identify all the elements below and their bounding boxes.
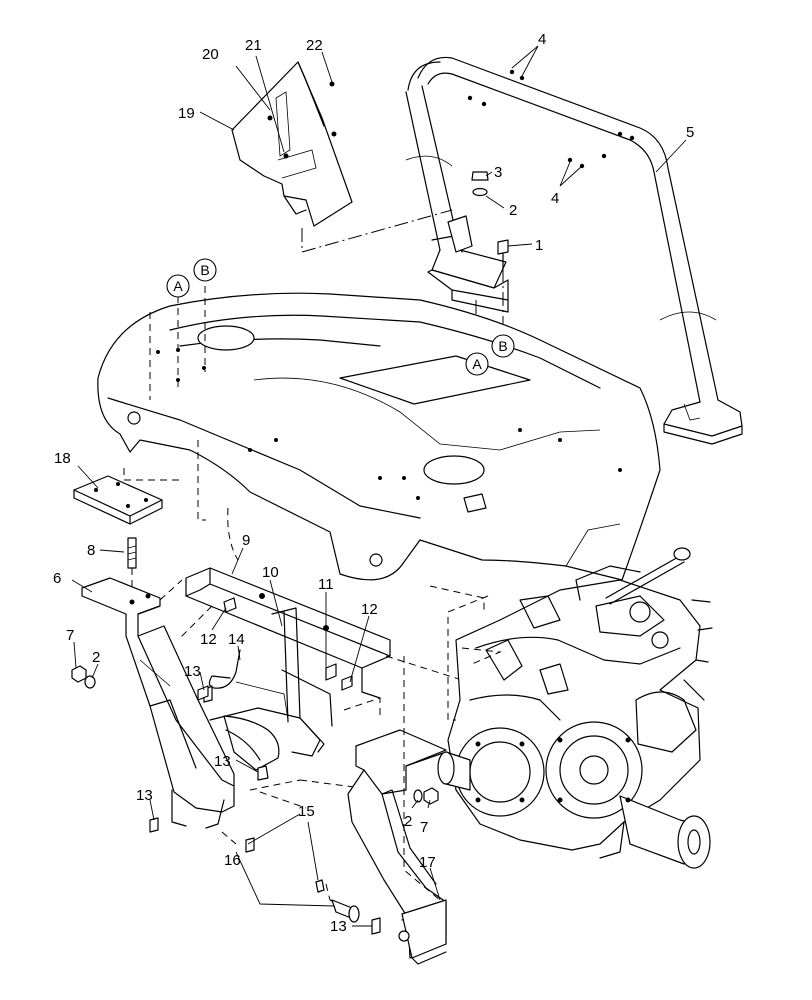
- svg-text:B: B: [200, 262, 209, 278]
- nut-washer-right: [413, 787, 439, 805]
- callout-4: 4: [551, 190, 559, 207]
- callouts: 1 2 3 4 4 5 19 20 21 22 18 8 6 9 10 11 1…: [53, 31, 694, 935]
- callout-15: 15: [298, 803, 315, 820]
- callout-16: 16: [224, 852, 241, 869]
- callout-3: 3: [494, 164, 502, 181]
- ref-a-rops: A: [465, 352, 489, 376]
- callout-13: 13: [214, 753, 231, 770]
- callout-12: 12: [200, 631, 217, 648]
- ref-a-fender: A: [166, 274, 190, 298]
- pad-plate: [73, 475, 163, 525]
- callout-13: 13: [330, 918, 347, 935]
- svg-text:A: A: [472, 356, 482, 372]
- dipstick: [605, 547, 691, 605]
- callout-14: 14: [228, 631, 245, 648]
- callout-7: 7: [66, 627, 74, 644]
- callout-2: 2: [92, 649, 100, 666]
- callout-20: 20: [202, 46, 219, 63]
- callout-10: 10: [262, 564, 279, 581]
- callout-17: 17: [419, 854, 436, 871]
- left-bracket: [81, 577, 235, 829]
- callout-11: 11: [318, 576, 334, 593]
- linkage-assembly: [209, 607, 333, 771]
- cross-support: [185, 567, 391, 703]
- callout-13: 13: [136, 787, 153, 804]
- pin: [331, 899, 360, 923]
- callout-6: 6: [53, 570, 61, 587]
- bolts-13: [149, 685, 381, 935]
- leader-lines: [71, 45, 687, 927]
- callout-9: 9: [242, 532, 250, 549]
- svg-text:B: B: [498, 338, 507, 354]
- callout-5: 5: [686, 124, 694, 141]
- ref-b-fender: B: [193, 258, 217, 282]
- control-rod: [208, 649, 241, 689]
- callout-4: 4: [538, 31, 546, 48]
- ref-b-rops: B: [491, 334, 515, 358]
- callout-19: 19: [178, 105, 195, 122]
- callout-8: 8: [87, 542, 95, 559]
- stud: [127, 537, 137, 569]
- svg-text:A: A: [173, 278, 183, 294]
- callout-22: 22: [306, 37, 323, 54]
- callout-1: 1: [535, 237, 543, 254]
- callout-13: 13: [184, 663, 201, 680]
- callout-2: 2: [404, 813, 412, 830]
- callout-18: 18: [54, 450, 71, 467]
- right-bracket: [347, 729, 447, 965]
- callout-2: 2: [509, 202, 517, 219]
- callout-21: 21: [245, 37, 262, 54]
- nut-washer-left: [71, 665, 96, 689]
- bolt-nut-set: [471, 171, 509, 269]
- cover-plate: [231, 61, 353, 227]
- rops-frame: [405, 56, 743, 445]
- transmission: [437, 565, 713, 869]
- fender: [97, 292, 661, 581]
- callout-7: 7: [420, 819, 428, 836]
- callout-12: 12: [361, 601, 378, 618]
